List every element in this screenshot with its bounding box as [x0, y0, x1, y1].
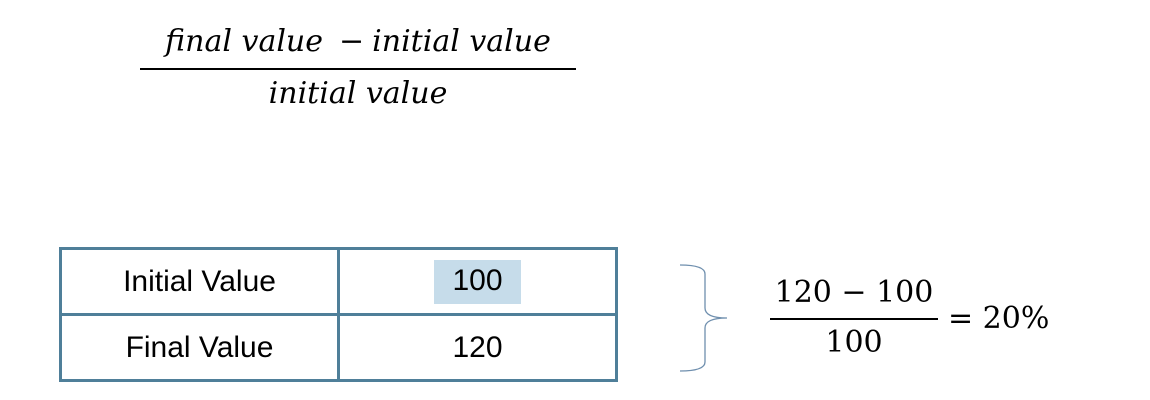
general-formula-denominator: initial value — [268, 76, 448, 111]
numerator-initial-value: initial value — [372, 24, 551, 59]
fraction-bar — [140, 68, 576, 70]
general-formula: final value−initial value initial value — [140, 22, 576, 114]
table-value-cell: 100 — [337, 247, 618, 316]
general-formula-numerator: final value−initial value — [140, 22, 576, 62]
table-label-cell: Final Value — [59, 313, 340, 382]
example-denominator: 100 — [825, 325, 883, 360]
initial-value-number: 100 — [434, 259, 521, 304]
table-label-cell: Initial Value — [59, 247, 340, 316]
example-result: = 20% — [948, 300, 1050, 336]
numerator-final-value: final value — [165, 24, 324, 59]
initial-value-label: Initial Value — [123, 264, 276, 298]
example-fraction-bar — [770, 318, 938, 320]
curly-bracket-icon — [679, 264, 728, 372]
table-row: Initial Value 100 — [59, 247, 618, 316]
table-value-cell: 120 — [337, 313, 618, 382]
example-numerator: 120 − 100 — [774, 275, 934, 310]
table-row: Final Value 120 — [59, 313, 618, 382]
example-formula: 120 − 100 100 = 20% — [770, 272, 1049, 364]
minus-operator: − — [339, 24, 365, 59]
final-value-number: 120 — [452, 330, 503, 364]
final-value-label: Final Value — [125, 330, 274, 364]
example-fraction: 120 − 100 100 — [770, 272, 938, 364]
value-table: Initial Value 100 Final Value 120 — [59, 247, 618, 382]
